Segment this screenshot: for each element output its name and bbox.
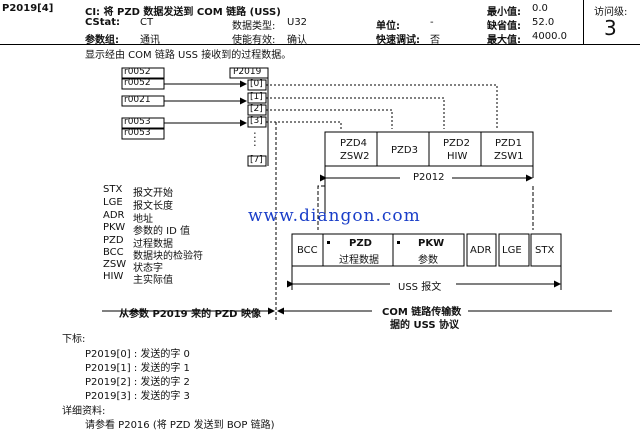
index-item-3: P2019[3] : 发送的字 3 bbox=[85, 391, 190, 402]
frame-lge bbox=[498, 233, 530, 267]
index-label-0: [0] bbox=[250, 79, 263, 89]
legend-abbr-2: ADR bbox=[103, 210, 125, 221]
index-item-1: P2019[1] : 发送的字 1 bbox=[85, 363, 190, 374]
param-title: CI: 将 PZD 数据发送到 COM 链路 (USS) bbox=[85, 7, 281, 18]
cstat-label: CStat: bbox=[85, 17, 121, 28]
frame-bcc-label: BCC bbox=[297, 245, 318, 256]
input-label-4: r0053 bbox=[124, 128, 151, 138]
index-title: 下标: bbox=[62, 334, 86, 345]
input-label-0: r0052 bbox=[124, 67, 151, 77]
unit-label: 单位: bbox=[376, 21, 400, 32]
description: 显示经由 COM 链路 USS 接收到的过程数据。 bbox=[85, 50, 292, 61]
legend-abbr-7: HIW bbox=[103, 271, 124, 282]
frame-adr bbox=[466, 233, 497, 267]
frame-adr-label: ADR bbox=[470, 245, 492, 256]
legend-desc-6: 状态字 bbox=[133, 263, 163, 274]
pzd4-label: PZD4 bbox=[340, 138, 367, 149]
input-box-0 bbox=[121, 67, 165, 79]
legend-desc-0: 报文开始 bbox=[133, 188, 173, 199]
p2012-label: P2012 bbox=[413, 172, 445, 183]
pzd1-label: PZD1 bbox=[495, 138, 522, 149]
frame-lge-label: LGE bbox=[502, 245, 522, 256]
legend-desc-3: 参数的 ID 值 bbox=[133, 226, 191, 237]
p2019-label: P2019 bbox=[233, 67, 262, 77]
legend-abbr-4: PZD bbox=[103, 235, 124, 246]
index-item-2: P2019[2] : 发送的字 2 bbox=[85, 377, 190, 388]
index-label-2: [2] bbox=[250, 104, 263, 114]
max-label: 最大值: bbox=[487, 35, 521, 46]
group-label: 参数组: bbox=[85, 35, 119, 46]
frame-pzd-sub: 过程数据 bbox=[339, 255, 379, 266]
input-label-2: r0021 bbox=[124, 95, 151, 105]
legend-desc-5: 数据块的检验符 bbox=[133, 251, 203, 262]
access-value: 3 bbox=[604, 16, 617, 40]
max-value: 4000.0 bbox=[532, 31, 567, 42]
frame-stx bbox=[530, 233, 562, 267]
dtype-value: U32 bbox=[287, 17, 308, 28]
frame-pkw-sub: 参数 bbox=[418, 255, 438, 266]
pzd2-label: PZD2 bbox=[443, 138, 470, 149]
default-value: 52.0 bbox=[532, 17, 555, 28]
index-item-0: P2019[0] : 发送的字 0 bbox=[85, 349, 190, 360]
active-value: 确认 bbox=[287, 35, 307, 46]
ellipsis-dots-2: : bbox=[253, 136, 257, 149]
unit-value: - bbox=[430, 17, 434, 28]
cstat-value: CT bbox=[140, 17, 154, 28]
input-box-4 bbox=[121, 128, 165, 140]
details-text: 请参看 P2016 (将 PZD 发送到 BOP 链路) bbox=[85, 420, 275, 431]
min-label: 最小值: bbox=[487, 7, 521, 18]
legend-desc-1: 报文长度 bbox=[133, 201, 173, 212]
details-title: 详细资料: bbox=[62, 406, 106, 417]
frame-stx-label: STX bbox=[535, 245, 555, 256]
hiw-label: HIW bbox=[447, 151, 468, 162]
frame-pkw bbox=[392, 233, 465, 267]
input-label-3: r0053 bbox=[124, 117, 151, 127]
legend-abbr-1: LGE bbox=[103, 197, 123, 208]
left-caption: 从参数 P2019 来的 PZD 映像 bbox=[119, 309, 261, 320]
group-value: 通讯 bbox=[140, 35, 160, 46]
legend-abbr-5: BCC bbox=[103, 247, 124, 258]
index-label-7: [7] bbox=[250, 155, 263, 165]
legend-abbr-6: ZSW bbox=[103, 259, 127, 270]
legend-abbr-3: PKW bbox=[103, 222, 126, 233]
frame-pzd-title: PZD bbox=[349, 238, 372, 249]
input-label-1: r0052 bbox=[124, 78, 151, 88]
min-value: 0.0 bbox=[532, 3, 548, 14]
dtype-label: 数据类型: bbox=[232, 21, 276, 32]
legend-desc-4: 过程数据 bbox=[133, 239, 173, 250]
index-box-7 bbox=[247, 155, 267, 167]
quick-label: 快速调试: bbox=[376, 35, 420, 46]
access-label: 访问级: bbox=[594, 7, 628, 18]
zsw2-label: ZSW2 bbox=[340, 151, 370, 162]
header-divider bbox=[0, 44, 640, 45]
param-id: P2019[4] bbox=[2, 3, 54, 14]
active-label: 使能有效: bbox=[232, 35, 276, 46]
legend-desc-7: 主实际值 bbox=[133, 275, 173, 286]
uss-frame-label: USS 报文 bbox=[398, 282, 442, 293]
index-label-3: [3] bbox=[250, 116, 263, 126]
default-label: 缺省值: bbox=[487, 21, 521, 32]
right-caption-1: COM 链路传输数 bbox=[382, 307, 462, 318]
right-caption-2: 据的 USS 协议 bbox=[390, 320, 460, 331]
watermark: www.diangon.com bbox=[248, 206, 421, 226]
legend-desc-2: 地址 bbox=[133, 214, 153, 225]
legend-abbr-0: STX bbox=[103, 184, 123, 195]
frame-pkw-title: PKW bbox=[418, 238, 445, 249]
access-level-box: 访问级: 3 bbox=[583, 0, 639, 44]
zsw1-label: ZSW1 bbox=[494, 151, 524, 162]
pzd3-label: PZD3 bbox=[391, 145, 418, 156]
ellipsis-dots: : bbox=[253, 128, 257, 141]
quick-value: 否 bbox=[430, 35, 440, 46]
index-label-1: [1] bbox=[250, 92, 263, 102]
